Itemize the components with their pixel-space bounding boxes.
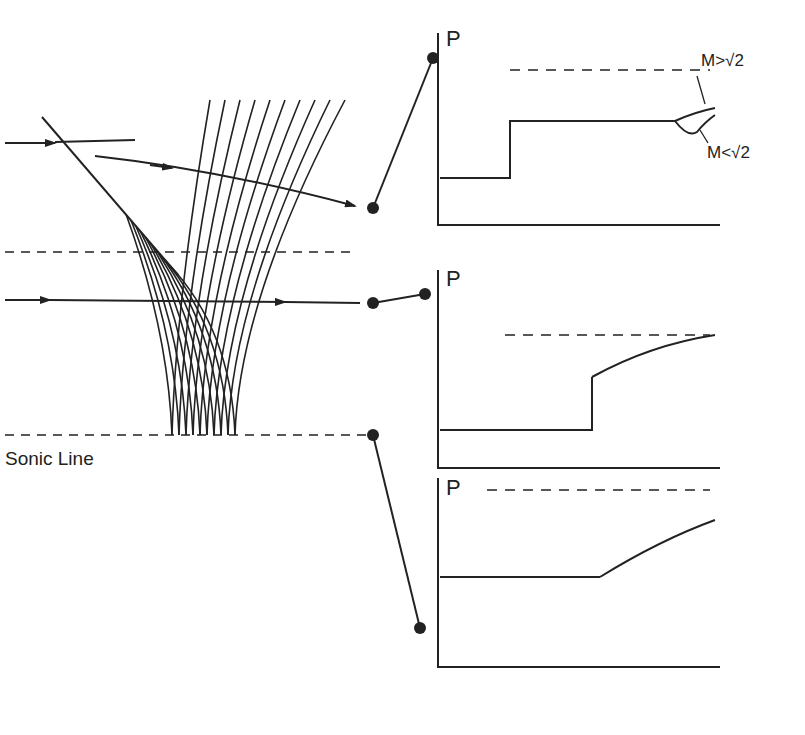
sonic-line-label: Sonic Line <box>5 449 94 468</box>
characteristic-line <box>221 100 315 435</box>
characteristic-line <box>235 100 345 435</box>
axis-label: P <box>446 477 461 499</box>
characteristic-line <box>214 100 300 435</box>
axis-label: P <box>446 268 461 290</box>
axis-label: P <box>446 28 461 50</box>
characteristic-line <box>169 265 235 435</box>
mach-label: M>√2 <box>700 52 745 69</box>
mach-label: M<√2 <box>706 144 751 161</box>
characteristic-line <box>228 100 330 435</box>
characteristic-line <box>131 221 179 436</box>
